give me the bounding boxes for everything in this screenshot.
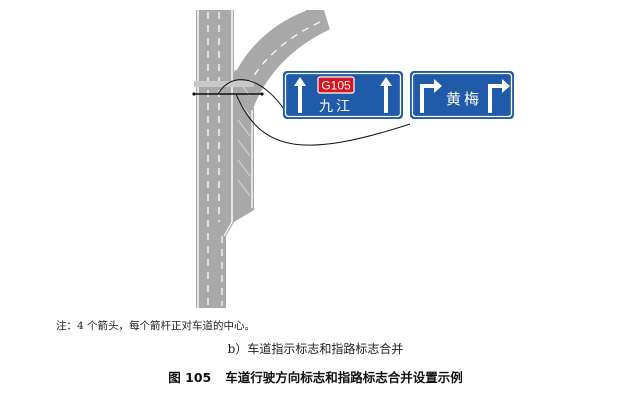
right-turn-arrow-icon: [488, 79, 510, 113]
route-badge: [317, 76, 355, 94]
road-sign-diagram: G105 九江 黄梅: [192, 9, 514, 308]
gantry-beam: [192, 81, 264, 96]
sign-jiujiang: G105 九江: [283, 71, 403, 119]
leader-lines: [217, 79, 411, 146]
sign-place-name: 黄梅: [446, 90, 482, 108]
straight-arrow-icon: [294, 77, 306, 113]
subcaption: b）车道指示标志和指路标志合并: [227, 342, 404, 356]
figure-caption: 图 105 车道行驶方向标志和指路标志合并设置示例: [0, 367, 631, 386]
figure-number: 图 105: [168, 370, 212, 385]
figure-title: 车道行驶方向标志和指路标志合并设置示例: [225, 370, 463, 385]
sign-huangmei: 黄梅: [410, 71, 514, 119]
right-turn-arrow-icon: [420, 79, 442, 113]
sign-place-name: 九江: [319, 99, 353, 115]
main-road: [196, 10, 234, 308]
diagram-note: 注：4 个箭头，每个箭杆正对车道的中心。: [56, 320, 256, 332]
diverging-ramp: [234, 9, 331, 222]
route-badge-text: G105: [321, 79, 351, 93]
straight-arrow-icon: [380, 77, 392, 113]
